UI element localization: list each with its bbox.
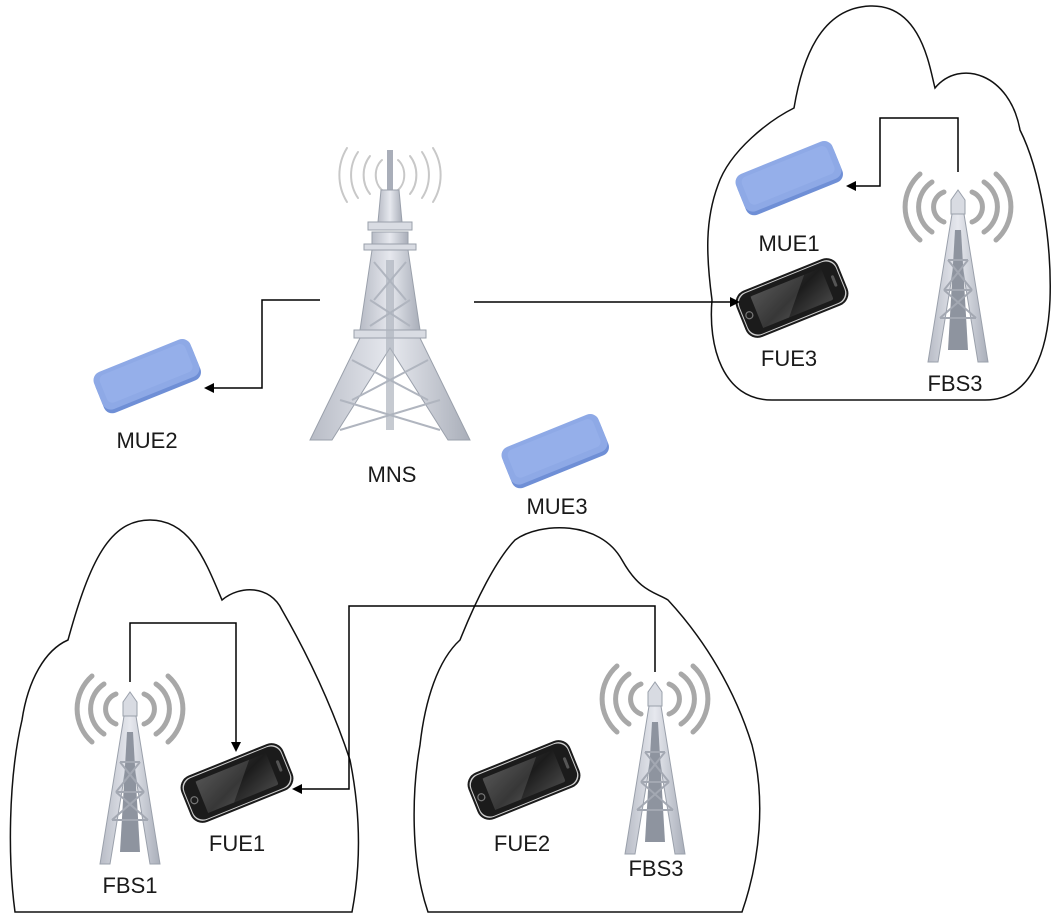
- tablet-icon-mue2: [90, 336, 204, 417]
- label-mue2: MUE2: [116, 428, 177, 453]
- macro-cell-tower-icon: [309, 147, 471, 441]
- label-fue2: FUE2: [494, 831, 550, 856]
- link-fbs1-to-fue1: [129, 622, 241, 752]
- label-fbs1: FBS1: [102, 873, 157, 898]
- link-mns-to-mue2: [204, 299, 320, 393]
- label-mns: MNS: [368, 462, 417, 487]
- link-fbs3-to-fue1: [292, 605, 656, 794]
- label-mue1: MUE1: [758, 231, 819, 256]
- cloud-femto-cell-bottom-right: [413, 526, 761, 913]
- label-fbs3-top: FBS3: [927, 371, 982, 396]
- link-fbs3-to-mue1: [846, 117, 959, 191]
- label-mue3: MUE3: [526, 494, 587, 519]
- label-fue1: FUE1: [209, 831, 265, 856]
- label-fue3: FUE3: [761, 346, 817, 371]
- tablet-icon-mue3: [498, 411, 612, 492]
- label-fbs3-bottom: FBS3: [628, 856, 683, 881]
